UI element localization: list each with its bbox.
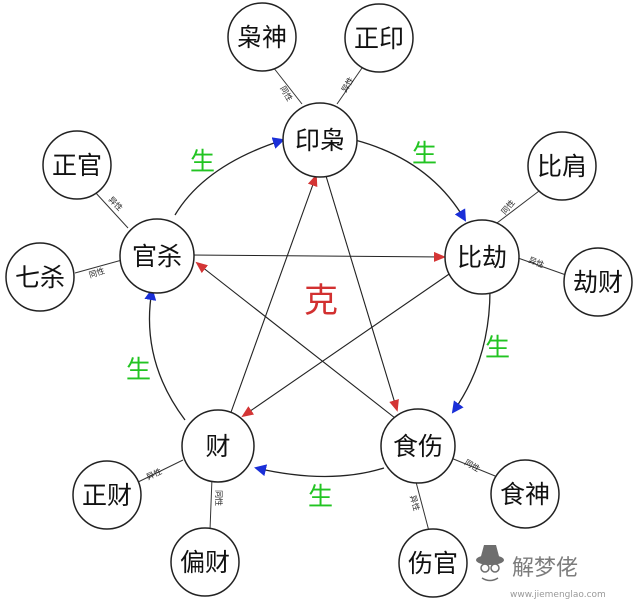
sheng-cycle [144,137,491,478]
svg-text:食神: 食神 [500,480,550,509]
sheng-arrow-shi-cai [254,464,385,478]
link-label: 同性 [499,198,517,217]
svg-text:食伤: 食伤 [393,432,443,461]
node-qi-sha: 七杀 [5,242,75,312]
node-guan-sha: 官杀 [119,218,195,294]
svg-text:正财: 正财 [82,481,132,510]
node-pian-cai: 偏财 [170,527,240,597]
sheng-arrow-guan-yin [174,137,285,216]
watermark-brand: 解梦佬 [512,556,578,581]
node-shi-shang: 食伤 [380,408,456,484]
link-label: 异性 [339,75,356,94]
svg-text:正印: 正印 [354,24,404,53]
sheng-arrow-cai-guan [144,288,186,421]
node-shi-shen: 食神 [490,459,560,529]
svg-text:比劫: 比劫 [457,243,507,272]
link-label: 异性 [527,255,546,270]
svg-text:官杀: 官杀 [132,242,182,271]
svg-text:比肩: 比肩 [537,152,587,181]
sheng-label: 生 [190,147,215,176]
sub-links [74,66,567,536]
node-yin-xiao: 印枭 [282,102,358,178]
ke-cycle [189,174,456,419]
ke-arrow-shi-guan [195,261,396,419]
sheng-arrow-bi-shi [451,289,491,414]
watermark: 解梦佬 www.jiemenglao.com [476,545,606,600]
node-shang-guan: 伤官 [398,528,468,598]
link-label: 异性 [145,466,164,482]
ke-label: 克 [304,281,338,321]
node-zheng-cai: 正财 [72,460,142,530]
link-label: 同性 [214,490,224,506]
ke-arrow-cai-yin [229,174,318,416]
sheng-label: 生 [485,333,510,362]
node-jie-cai: 劫财 [563,247,633,317]
watermark-url: www.jiemenglao.com [510,590,606,600]
cycle-labels: 生 生 生 生 生 克 [126,139,510,511]
link-label: 异性 [107,194,125,212]
ke-arrow-bi-cai [241,269,456,418]
svg-text:伤官: 伤官 [408,549,458,578]
svg-text:劫财: 劫财 [573,268,623,297]
sheng-arrow-yin-bi [354,139,467,222]
node-bi-jie: 比劫 [444,219,520,295]
sheng-label: 生 [126,355,151,384]
svg-text:枭神: 枭神 [237,23,287,52]
node-xiao-shen: 枭神 [227,2,297,72]
link-label: 同性 [88,265,106,279]
sheng-label: 生 [412,139,437,168]
node-cai: 财 [181,409,255,483]
svg-text:正官: 正官 [52,151,102,180]
ke-arrow-yin-shi [325,175,399,412]
sub-nodes: 枭神 正印 比肩 劫财 食神 伤官 偏财 正财 七杀 正官 [5,2,633,598]
ke-arrow-guan-bi [189,251,446,262]
sheng-label: 生 [308,482,333,511]
svg-text:七杀: 七杀 [15,263,65,292]
node-zheng-yin: 正印 [344,3,414,73]
svg-text:印枭: 印枭 [295,126,345,155]
main-nodes: 印枭 比劫 食伤 财 官杀 [119,102,520,484]
link-label: 异性 [408,494,422,512]
node-zheng-guan: 正官 [42,130,112,200]
svg-text:财: 财 [205,432,230,461]
svg-text:偏财: 偏财 [180,548,230,577]
watermark-logo-icon [476,545,504,582]
link-label: 同性 [278,84,295,103]
node-bi-jian: 比肩 [527,131,597,201]
link-label: 同性 [463,457,482,474]
